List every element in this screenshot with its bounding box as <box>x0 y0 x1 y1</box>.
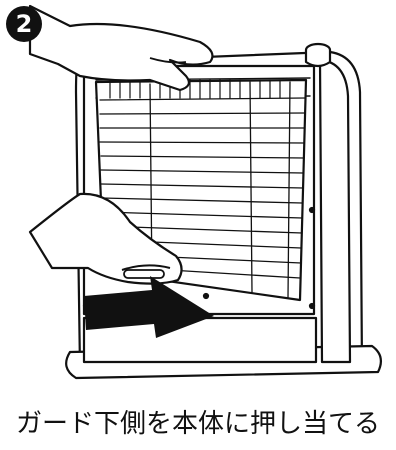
caption-text: ガード下側を本体に押し当てる <box>0 402 396 446</box>
upper-hand-icon <box>30 6 212 90</box>
side-panel <box>320 60 350 362</box>
step-number-badge: 2 <box>6 6 42 42</box>
heater-illustration <box>0 0 396 400</box>
